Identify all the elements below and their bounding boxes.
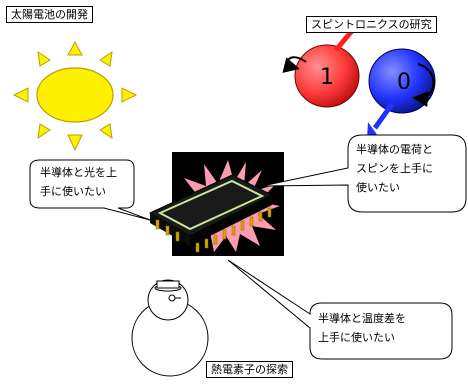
callout-left-line-1: 半導体と光を上 [40,166,117,179]
thermoelectric-label: 熱電素子の探索 [206,361,293,378]
callout-right-line-2: スピンを上手に [356,162,433,175]
spintronics-label: スピントロニクスの研究 [306,16,437,33]
callout-left-line-2: 手に使いたい [40,185,106,198]
callout-left-text: 半導体と光を上 手に使いたい [40,163,117,201]
chip-icon [148,152,284,256]
callout-right-line-1: 半導体の電荷と [356,143,433,156]
snowman-icon [131,279,209,377]
spin-label-zero: 0 [397,70,411,95]
spin-ball-blue [367,48,436,138]
sun-icon [12,40,138,152]
solar-cell-label: 太陽電池の開発 [6,6,93,23]
callout-right [261,134,467,213]
callout-left [29,159,151,221]
spin-label-one: 1 [320,65,334,90]
callout-bottom-line-1: 半導体と温度差を [318,312,406,325]
callout-bottom-text: 半導体と温度差を 上手に使いたい [318,309,406,347]
callout-bottom [227,259,453,360]
callout-right-text: 半導体の電荷と スピンを上手に 使いたい [356,140,433,197]
callout-bottom-line-2: 上手に使いたい [318,331,395,344]
callout-right-line-3: 使いたい [356,181,400,194]
